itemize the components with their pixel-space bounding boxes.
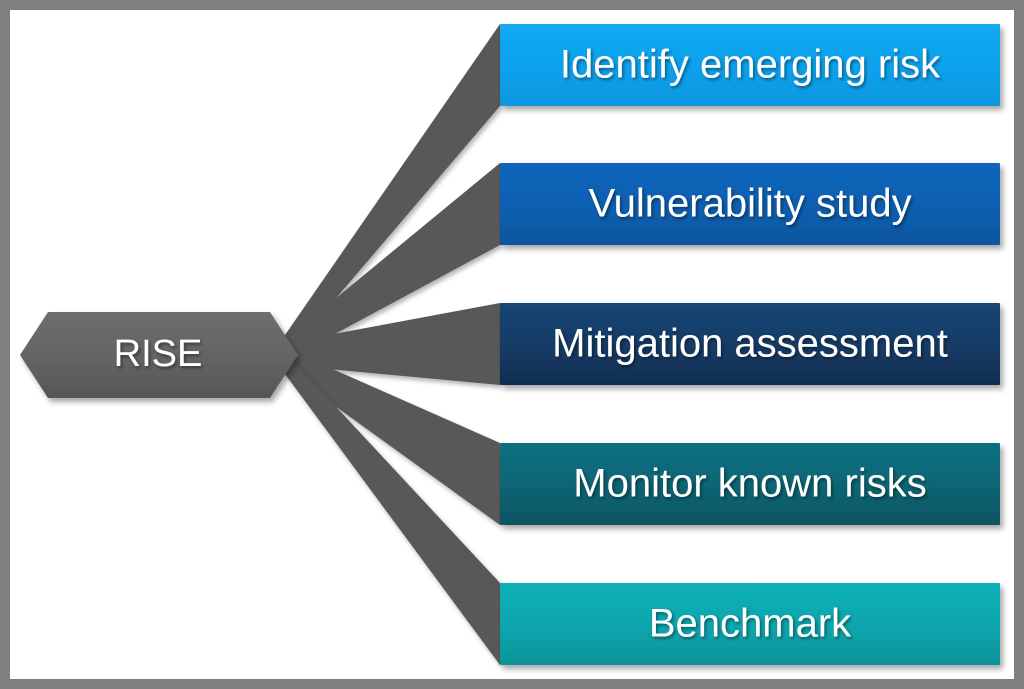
branch-bar-label: Mitigation assessment: [552, 322, 948, 366]
connector-ray-3: [285, 303, 500, 385]
hub-shape[interactable]: RISE: [20, 312, 298, 398]
connector-rays: [285, 24, 500, 665]
rise-fan-diagram: RISE Identify emerging risk Vulnerabilit…: [20, 24, 1000, 665]
branch-bar-label: Benchmark: [649, 602, 852, 646]
branch-bar-rect[interactable]: [500, 303, 1000, 385]
hub-label: RISE: [114, 333, 203, 375]
connector-ray-1: [285, 24, 500, 358]
branch-bar-vulnerability-study[interactable]: Vulnerability study: [500, 163, 1000, 245]
branch-bar-label: Monitor known risks: [573, 462, 926, 506]
branch-bar-rect[interactable]: [500, 163, 1000, 245]
branch-bar-rect[interactable]: [500, 583, 1000, 665]
connector-ray-4: [285, 348, 500, 525]
branch-bar-rect[interactable]: [500, 443, 1000, 525]
branch-bar-label: Identify emerging risk: [560, 43, 941, 87]
hub-chevron[interactable]: [20, 312, 298, 398]
branch-bar-identify-emerging-risk[interactable]: Identify emerging risk: [500, 24, 1000, 106]
branch-bar-monitor-known-risks[interactable]: Monitor known risks: [500, 443, 1000, 525]
connector-ray-5: [285, 352, 500, 665]
branch-bar-rect[interactable]: [500, 24, 1000, 106]
branch-bars: Identify emerging risk Vulnerability stu…: [500, 24, 1000, 665]
branch-bar-benchmark[interactable]: Benchmark: [500, 583, 1000, 665]
diagram-inner-area: RISE Identify emerging risk Vulnerabilit…: [10, 10, 1014, 679]
connector-ray-2: [285, 163, 500, 361]
branch-bar-mitigation-assessment[interactable]: Mitigation assessment: [500, 303, 1000, 385]
branch-bar-label: Vulnerability study: [588, 182, 911, 226]
